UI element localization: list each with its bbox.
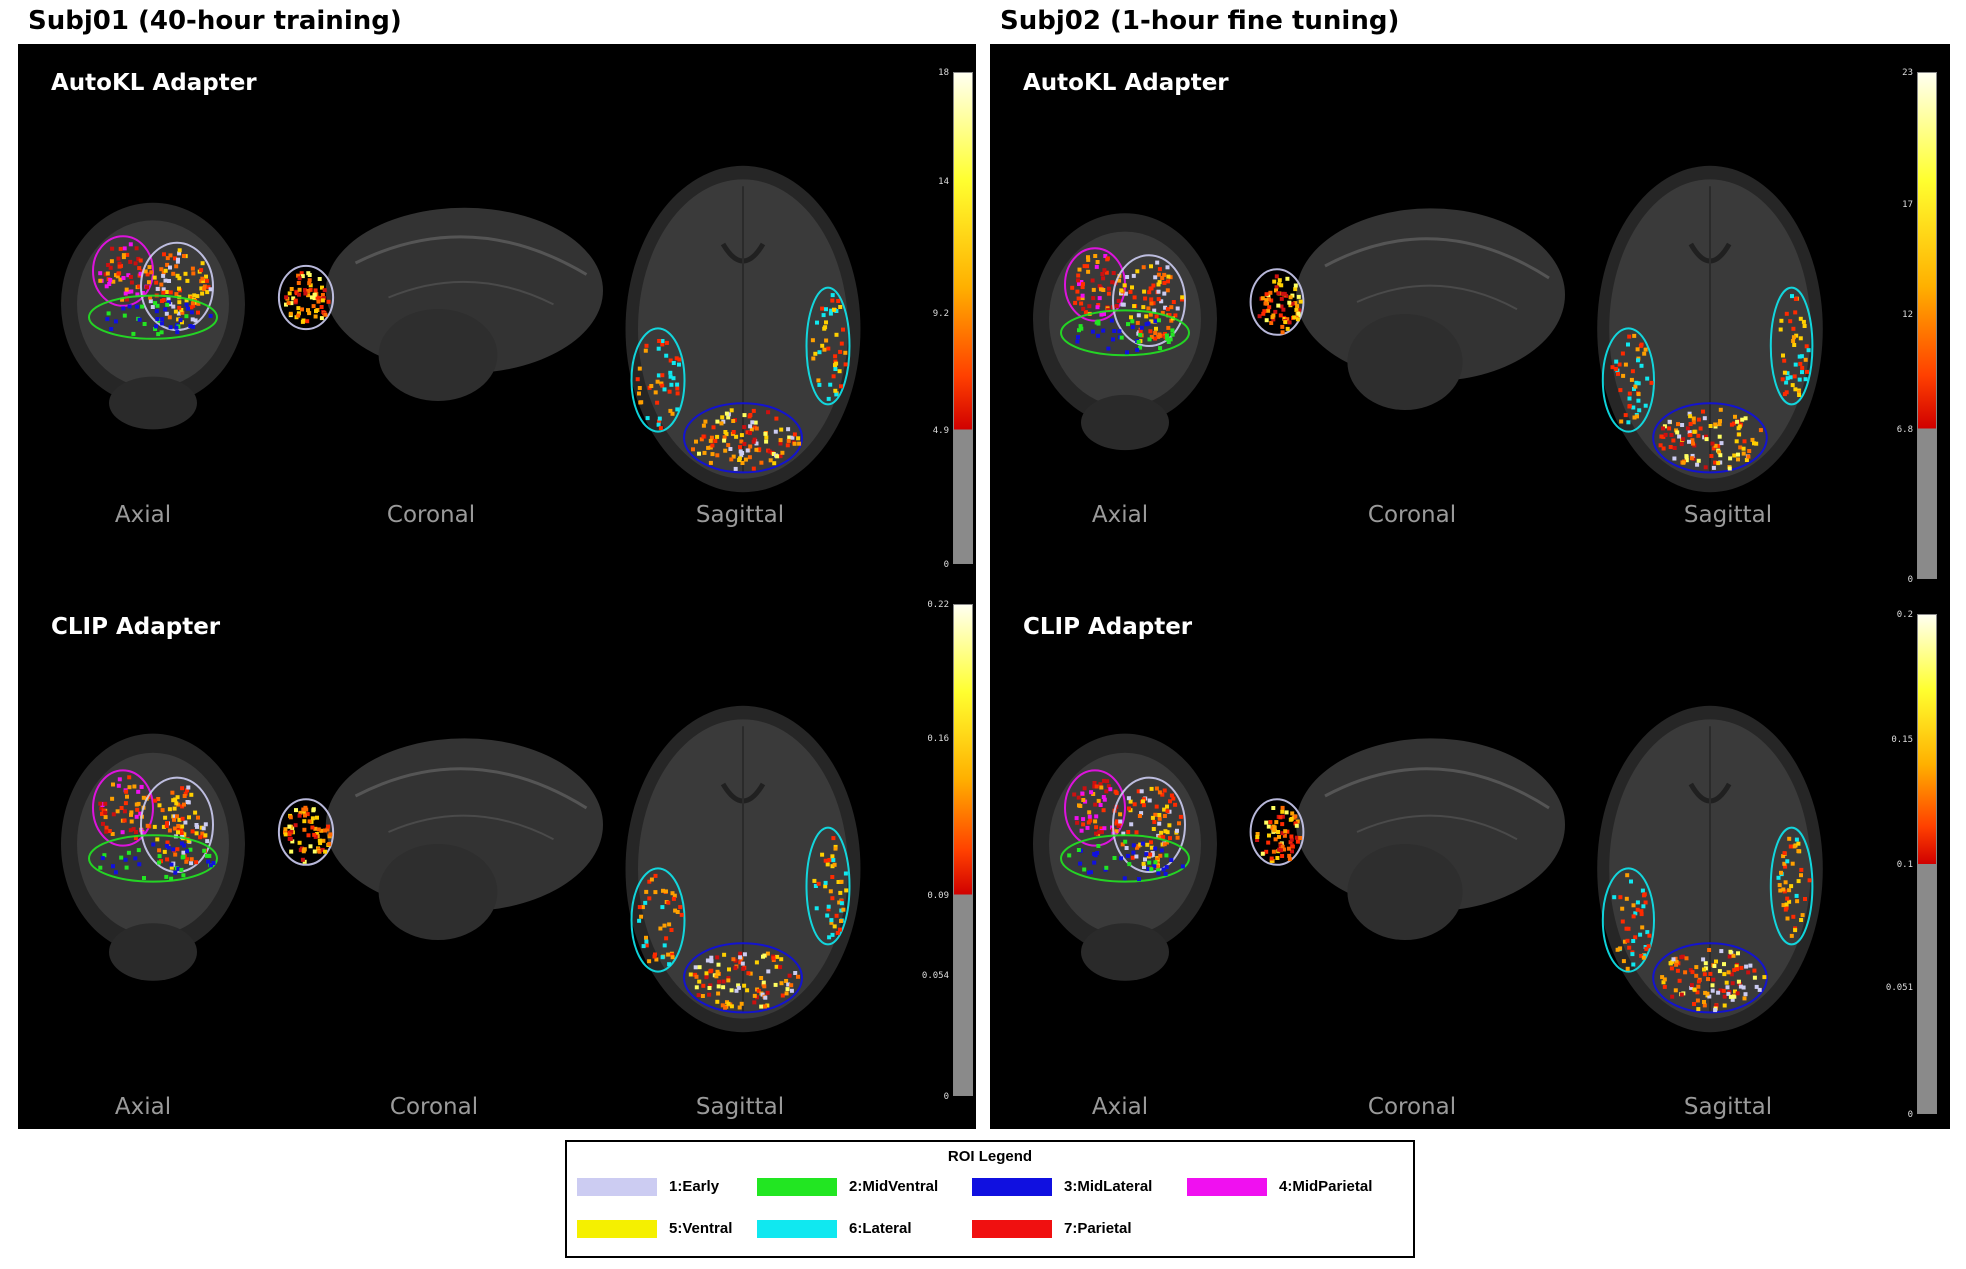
coronal-brain-image (277, 738, 603, 940)
row-title: CLIP Adapter (1023, 614, 1193, 640)
view-label-coronal: Coronal (389, 1094, 479, 1120)
colorbar-tick-label: 14 (938, 177, 949, 188)
view-label-axial: Axial (1091, 1094, 1149, 1120)
coronal-brain-image (1249, 208, 1565, 410)
colorbar-tick-label: 18 (938, 68, 949, 78)
view-label-sagittal: Sagittal (695, 1094, 785, 1120)
colorbar-tick-label: 9.2 (932, 308, 949, 319)
axial-brain-image (1033, 213, 1217, 451)
colorbar-tick-label: 0 (1907, 575, 1913, 585)
subject-title-subj01: Subj01 (40-hour training) (28, 6, 402, 36)
colorbar-tick-label: 0.1 (1896, 860, 1913, 870)
colorbar: 18 14 9.2 4.9 0 (933, 68, 973, 570)
colorbar-tick-label: 0.16 (927, 734, 949, 745)
view-label-axial: Axial (114, 1094, 172, 1120)
axial-brain-image (61, 202, 245, 430)
legend-label: 4:MidParietal (1279, 1178, 1373, 1195)
view-label-axial: Axial (1091, 502, 1149, 528)
view-label-coronal: Coronal (386, 502, 476, 528)
view-label-sagittal: Sagittal (1683, 502, 1773, 528)
row-title: CLIP Adapter (51, 614, 221, 640)
view-label-coronal: Coronal (1367, 1094, 1457, 1120)
legend-label: 7:Parietal (1064, 1220, 1132, 1237)
colorbar: 23 17 12 6.8 0 (1897, 68, 1937, 585)
roi-legend: ROI Legend 1:Early 2:MidVentral 3:MidLat… (565, 1140, 1415, 1258)
colorbar-tick-label: 17 (1902, 200, 1913, 211)
coronal-brain-image (277, 207, 603, 401)
subject-title-subj02: Subj02 (1-hour fine tuning) (1000, 6, 1400, 36)
colorbar-tick-label: 0 (1907, 1110, 1913, 1120)
legend-label: 3:MidLateral (1064, 1178, 1153, 1195)
row-title: AutoKL Adapter (1023, 70, 1229, 96)
legend-swatch (1187, 1178, 1267, 1196)
legend-swatch (757, 1178, 837, 1196)
legend-label: 1:Early (669, 1178, 720, 1195)
colorbar-tick-label: 0 (943, 1092, 949, 1102)
colorbar-tick-label: 0.2 (1896, 610, 1913, 620)
sagittal-brain-image (1597, 165, 1823, 493)
view-label-sagittal: Sagittal (695, 502, 785, 528)
row-clip-subj01: CLIP Adapter Axial Coronal Sagittal 0.22… (18, 584, 976, 1129)
colorbar: 0.2 0.15 0.1 0.051 0 (1886, 610, 1937, 1120)
colorbar: 0.22 0.16 0.09 0.054 0 (922, 600, 973, 1102)
view-label-sagittal: Sagittal (1683, 1094, 1773, 1120)
axial-brain-image (61, 733, 245, 981)
subject-panel-subj02: AutoKL Adapter Axial Coronal Sagittal 23… (990, 44, 1950, 1129)
legend-label: 6:Lateral (849, 1220, 912, 1237)
legend-label: 5:Ventral (669, 1220, 733, 1237)
legend-swatch (972, 1178, 1052, 1196)
colorbar-tick-label: 23 (1902, 68, 1913, 78)
legend-label: 2:MidVentral (849, 1178, 939, 1195)
colorbar-tick-label: 0.22 (927, 600, 949, 610)
legend-title: ROI Legend (947, 1148, 1033, 1165)
row-autokl-subj01: AutoKL Adapter Axial Coronal Sagittal 18… (18, 44, 976, 584)
subject-panel-subj01: AutoKL Adapter Axial Coronal Sagittal 18… (18, 44, 976, 1129)
legend-swatch (972, 1220, 1052, 1238)
colorbar-tick-label: 0 (943, 560, 949, 570)
legend-swatch (577, 1220, 657, 1238)
colorbar-tick-label: 6.8 (1896, 425, 1913, 436)
colorbar-tick-label: 0.15 (1891, 735, 1913, 745)
sagittal-brain-image (625, 705, 861, 1033)
view-label-axial: Axial (114, 502, 172, 528)
colorbar-tick-label: 12 (1902, 310, 1913, 321)
view-label-coronal: Coronal (1367, 502, 1457, 528)
colorbar-tick-label: 0.054 (921, 971, 949, 982)
sagittal-brain-image (1597, 705, 1823, 1033)
coronal-brain-image (1249, 738, 1565, 940)
legend-swatch (757, 1220, 837, 1238)
row-title: AutoKL Adapter (51, 70, 257, 96)
sagittal-brain-image (625, 165, 861, 493)
axial-brain-image (1033, 733, 1217, 981)
row-autokl-subj02: AutoKL Adapter Axial Coronal Sagittal 23… (990, 44, 1950, 585)
colorbar-tick-label: 0.051 (1885, 982, 1913, 993)
colorbar-tick-label: 0.09 (927, 890, 949, 901)
legend-swatch (577, 1178, 657, 1196)
colorbar-tick-label: 4.9 (932, 426, 949, 437)
